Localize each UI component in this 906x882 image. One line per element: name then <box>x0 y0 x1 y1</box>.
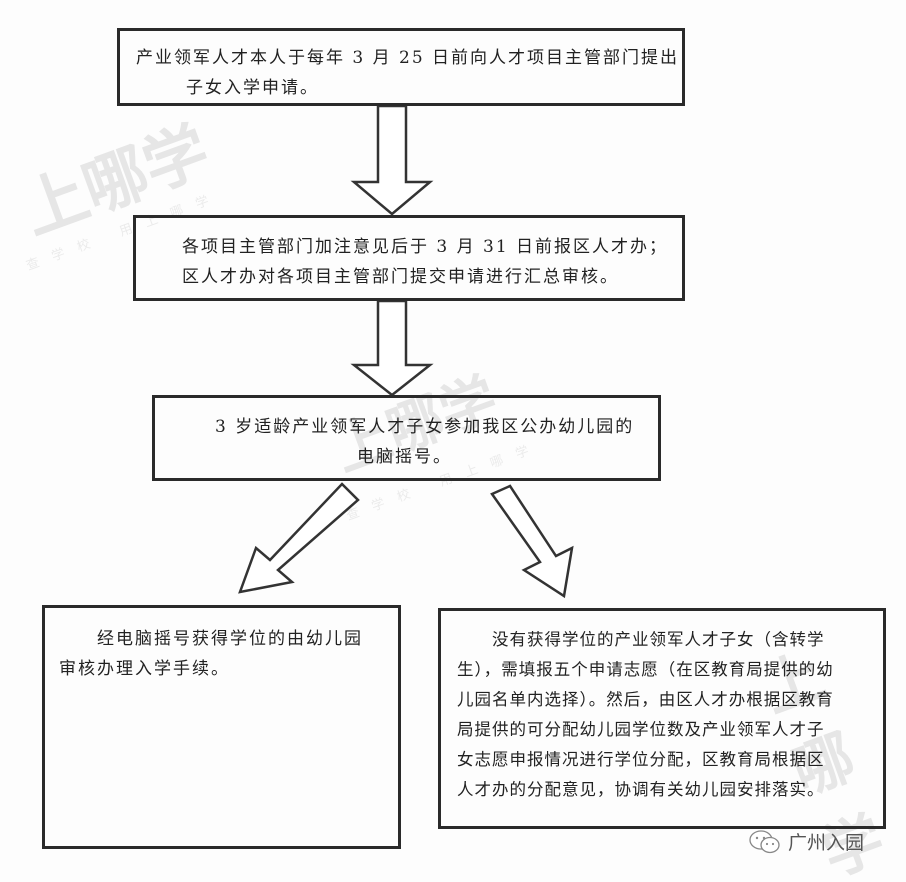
diag-arrow-left <box>238 482 360 594</box>
down-arrow-2 <box>350 299 434 397</box>
outcome-line: 生），需填报五个申请志愿（在区教育局提供的幼 <box>457 660 834 679</box>
step-1-box: 产业领军人才本人于每年 3 月 25 日前向人才项目主管部门提出 子女入学申请。 <box>117 28 685 106</box>
outcome-line: 审核办理入学手续。 <box>59 659 230 679</box>
outcome-not-admitted-box: 没有获得学位的产业领军人才子女（含转学 生），需填报五个申请志愿（在区教育局提供… <box>438 608 886 829</box>
outcome-line: 经电脑摇号获得学位的由幼儿园 <box>59 629 363 649</box>
wechat-source: 广州入园 <box>748 828 864 855</box>
step-1-line: 产业领军人才本人于每年 3 月 25 日前向人才项目主管部门提出 <box>136 48 680 68</box>
outcome-line: 儿园名单内选择）。然后，由区人才办根据区教育 <box>457 690 834 709</box>
down-arrow-1 <box>350 104 434 216</box>
step-3-line: 3 岁适龄产业领军人才子女参加我区公办幼儿园的 <box>215 417 635 437</box>
outcome-line: 人才办的分配意见，协调有关幼儿园安排落实。 <box>457 780 825 799</box>
step-1-line: 子女入学申请。 <box>186 78 319 98</box>
outcome-line: 女志愿申报情况进行学位分配，区教育局根据区 <box>457 750 825 769</box>
outcome-line: 没有获得学位的产业领军人才子女（含转学 <box>457 630 825 649</box>
outcome-admitted-box: 经电脑摇号获得学位的由幼儿园 审核办理入学手续。 <box>42 605 401 849</box>
step-2-line: 区人才办对各项目主管部门提交申请进行汇总审核。 <box>182 267 619 287</box>
step-3-line: 电脑摇号。 <box>357 447 452 467</box>
diag-arrow-right <box>490 484 574 599</box>
step-3-box: 3 岁适龄产业领军人才子女参加我区公办幼儿园的 电脑摇号。 <box>152 395 661 481</box>
outcome-line: 局提供的可分配幼儿园学位数及产业领军人才子 <box>457 720 825 739</box>
wechat-icon <box>749 829 780 853</box>
step-2-line: 各项目主管部门加注意见后于 3 月 31 日前报区人才办； <box>182 237 669 257</box>
step-2-box: 各项目主管部门加注意见后于 3 月 31 日前报区人才办； 区人才办对各项目主管… <box>133 215 685 301</box>
source-label: 广州入园 <box>788 832 865 854</box>
